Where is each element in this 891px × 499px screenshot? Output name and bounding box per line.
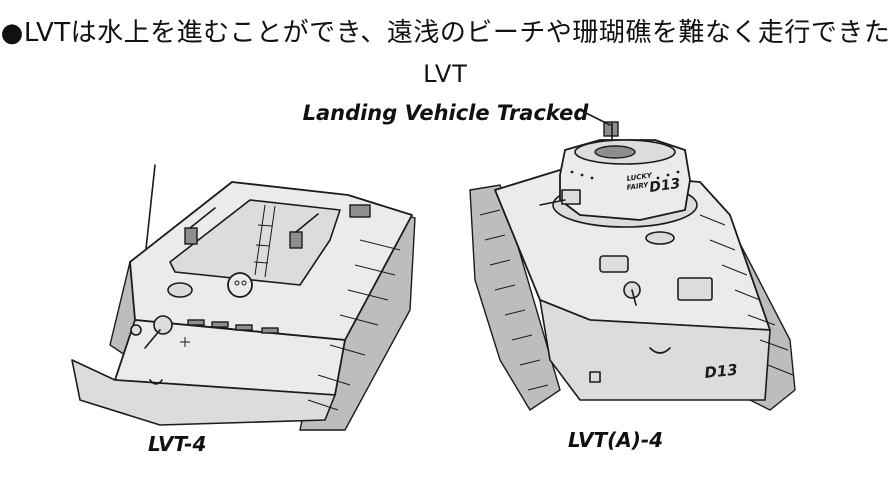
lvta4-turret-number: D13 bbox=[648, 176, 681, 196]
lvta4-left-track bbox=[469, 184, 561, 411]
lvta4-rear-number: D13 bbox=[704, 361, 739, 382]
lvt4-bow-gun bbox=[153, 315, 173, 335]
title-abbreviation: LVT bbox=[423, 60, 468, 88]
caption-text: ●LVTは水上を進むことができ、遠浅のビーチや珊瑚礁を難なく走行できた bbox=[0, 18, 891, 48]
lvt4-label: LVT-4 bbox=[148, 432, 207, 456]
lvt4-bow bbox=[71, 359, 336, 426]
lvta4-hatch-right bbox=[677, 277, 713, 301]
lvta4-turret-text-1: LUCKY bbox=[626, 171, 653, 183]
lvt4-gun-mount-right bbox=[289, 231, 303, 249]
title-full-name: Landing Vehicle Tracked bbox=[302, 101, 589, 125]
lvt4-cargo-well bbox=[169, 199, 341, 286]
lvt4-driver bbox=[227, 272, 253, 298]
lvt4-gun-mount-left bbox=[184, 227, 198, 245]
lvta4-label: LVT(A)-4 bbox=[568, 428, 664, 452]
lvta4-hatch-left bbox=[599, 255, 629, 273]
lvt4-illustration bbox=[71, 164, 416, 431]
lvta4-illustration: LUCKY FAIRY D13 D13 bbox=[469, 109, 796, 411]
lvta4-turret-text-2: FAIRY bbox=[626, 181, 650, 192]
